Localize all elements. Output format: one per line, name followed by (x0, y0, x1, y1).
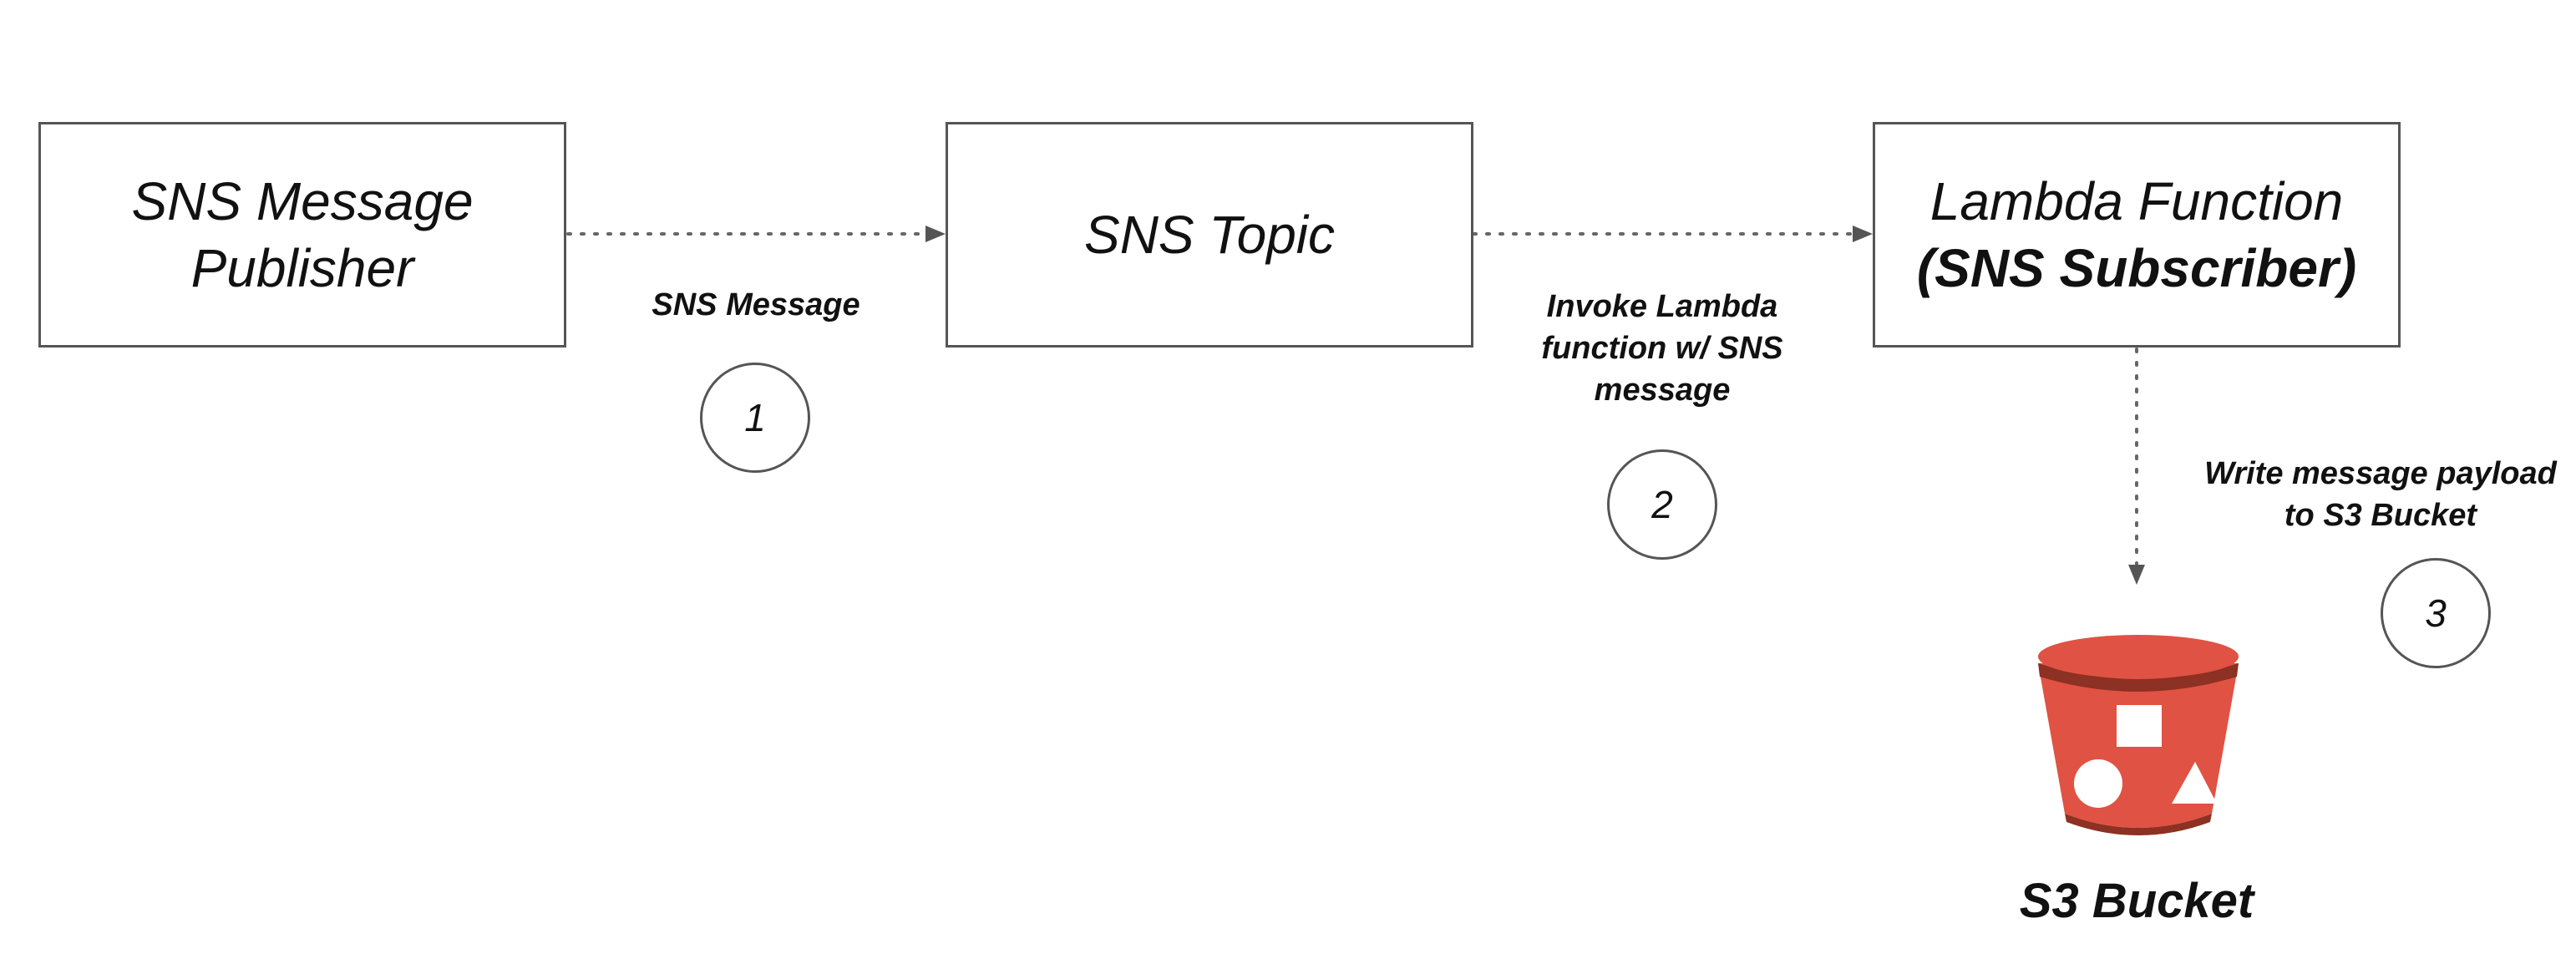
invoke-edge-label-line1: Invoke Lambda (1546, 289, 1778, 324)
write-edge-label: Write message payload to S3 Bucket (2172, 453, 2576, 536)
lambda-label-line2: (SNS Subscriber) (1916, 238, 2357, 298)
s3-bucket-label: S3 Bucket (2019, 874, 2254, 928)
s3-bucket-icon (2038, 635, 2239, 835)
topic-label: SNS Topic (1084, 205, 1335, 265)
invoke-edge-label-line2: function w/ SNS (1541, 331, 1783, 366)
publisher-label-line2: Publisher (190, 238, 414, 298)
lambda-function-box: Lambda Function (SNS Subscriber) (1873, 122, 2401, 348)
invoke-edge-label-line3: message (1594, 373, 1731, 408)
publisher-label-line1: SNS Message (131, 171, 474, 231)
arrow-lambda-to-bucket (2128, 348, 2145, 585)
arrow-publisher-to-topic (566, 226, 946, 242)
step-1-marker: 1 (700, 363, 810, 473)
lambda-label-line1: Lambda Function (1929, 171, 2344, 231)
arrow-topic-to-lambda (1472, 226, 1873, 242)
sns-message-publisher-box: SNS Message Publisher (38, 122, 566, 348)
invoke-edge-label: Invoke Lambda function w/ SNS message (1487, 286, 1838, 411)
publish-edge-label-text: SNS Message (652, 287, 860, 322)
write-edge-label-line1: Write message payload (2204, 456, 2557, 491)
write-edge-label-line2: to S3 Bucket (2284, 498, 2477, 533)
sns-topic-box: SNS Topic (946, 122, 1473, 348)
step-2-marker: 2 (1607, 449, 1717, 560)
step-3-marker: 3 (2381, 558, 2491, 668)
publish-edge-label: SNS Message (585, 284, 927, 326)
